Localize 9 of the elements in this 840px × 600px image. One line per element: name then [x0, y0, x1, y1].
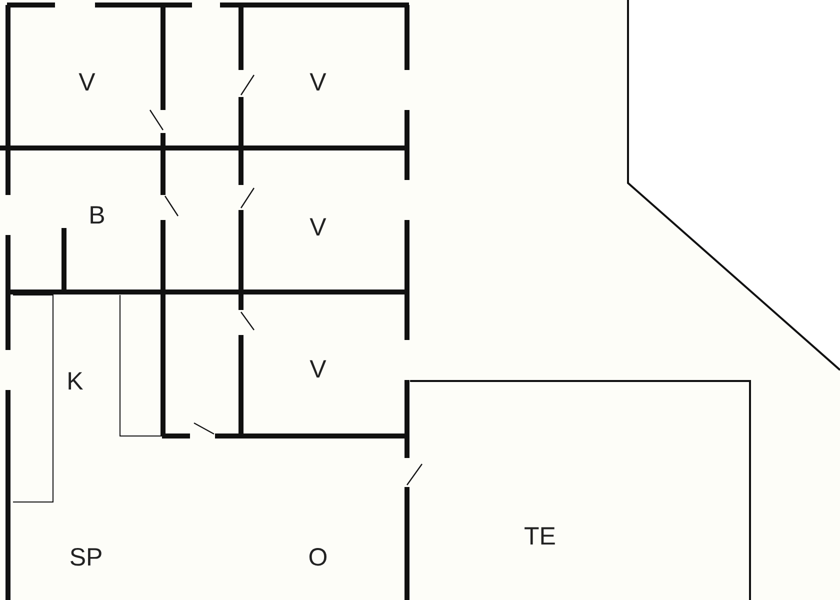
room-label: V [310, 356, 326, 384]
room-label: V [310, 68, 326, 98]
room-label: V [310, 214, 326, 242]
room-label: K [66, 368, 84, 396]
room-label: O [308, 544, 328, 572]
room-label: V [78, 68, 96, 98]
room-label: SP [69, 544, 103, 572]
room-label: TE [524, 522, 556, 552]
room-label: B [88, 202, 106, 230]
